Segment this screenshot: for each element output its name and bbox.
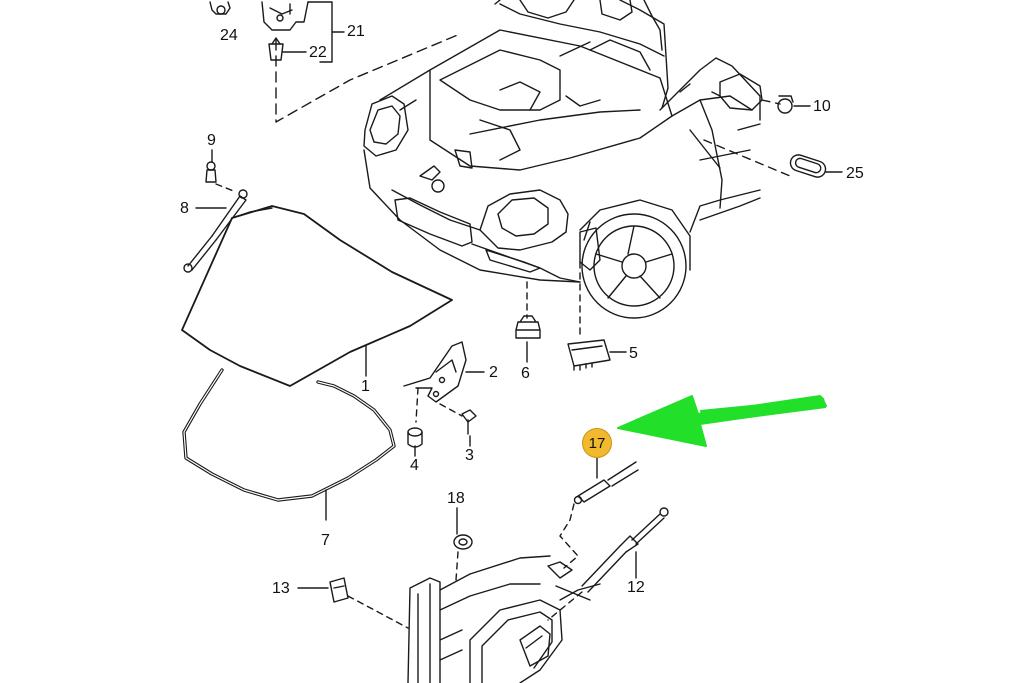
callout-3: 3	[465, 447, 474, 464]
part-2-hinge	[403, 341, 467, 403]
part-17-cable-end	[573, 461, 639, 505]
part-22-fastener	[268, 37, 284, 61]
callout-9: 9	[207, 132, 216, 149]
dash-leader-13	[347, 595, 409, 629]
dash-leader-2-3	[439, 403, 463, 417]
part-21-lock-bracket	[261, 1, 309, 31]
dash-leader-12	[547, 591, 583, 621]
lock-carrier-panel	[407, 555, 601, 683]
part-13-clip	[329, 577, 349, 603]
callout-12: 12	[627, 579, 645, 596]
callout-10: 10	[813, 98, 831, 115]
part-24-clip	[209, 1, 231, 15]
dash-leader-18	[455, 551, 459, 581]
callout-5: 5	[629, 345, 638, 362]
callout-8: 8	[180, 200, 189, 217]
part-8-gas-strut-top	[183, 189, 248, 273]
callout-21: 21	[347, 23, 365, 40]
callout-1: 1	[361, 378, 370, 395]
dash-leader-2-4	[415, 387, 419, 423]
callout-4: 4	[410, 457, 419, 474]
callout-25: 25	[846, 165, 864, 182]
part-5-module	[567, 339, 611, 371]
dash-cable-17	[559, 503, 579, 569]
part-10-clip	[777, 95, 794, 114]
part-18-grommet	[453, 534, 473, 550]
part-4-bushing	[407, 427, 423, 448]
dash-leader-10	[761, 99, 781, 105]
part-7-bonnet-seal	[182, 368, 396, 502]
highlight-arrow	[617, 395, 827, 447]
callout-24: 24	[220, 27, 238, 44]
part-12-gas-strut-lower	[581, 507, 669, 593]
callout-22: 22	[309, 44, 327, 61]
dash-frame-top	[275, 3, 461, 123]
vehicle-body	[363, 0, 763, 319]
callout-18: 18	[447, 490, 465, 507]
part-9-ball-stud	[205, 161, 217, 183]
part-25-seal	[789, 154, 827, 178]
dash-leader-25	[703, 139, 791, 177]
dash-leader-9	[215, 183, 237, 193]
callout-7: 7	[321, 532, 330, 549]
callout-17-highlighted: 17	[582, 428, 612, 458]
callout-2: 2	[489, 364, 498, 381]
part-3-bolt	[461, 409, 477, 435]
callout-6: 6	[521, 365, 530, 382]
part-6-buffer	[515, 315, 541, 339]
callout-13: 13	[272, 580, 290, 597]
part-1-bonnet	[181, 205, 453, 387]
